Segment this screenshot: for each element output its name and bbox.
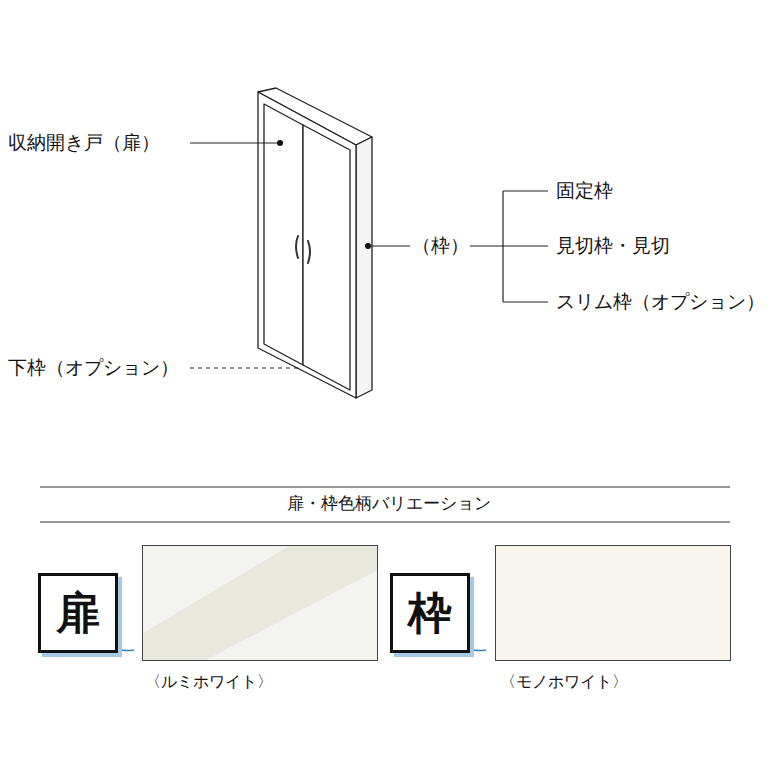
part-label: 固定枠 <box>556 179 613 202</box>
handle <box>296 236 298 258</box>
legend-text: 〈ルミホワイト〉 <box>145 672 273 691</box>
bracket <box>503 190 548 191</box>
color-swatch <box>495 545 731 661</box>
part-label: （枠） <box>412 234 469 257</box>
part-label: 見切枠・見切 <box>556 234 670 257</box>
leader-dot <box>277 140 283 146</box>
icon-box: 扉 <box>38 573 118 653</box>
legend-text: 〈モノホワイト〉 <box>500 672 628 691</box>
leader-line <box>368 245 410 246</box>
frame-side <box>356 137 372 398</box>
frame-front <box>258 92 356 398</box>
leader-line <box>190 142 280 143</box>
icon-text: 枠 <box>408 591 452 635</box>
bracket <box>503 245 548 246</box>
door-right <box>303 125 350 390</box>
rule <box>40 487 730 488</box>
bracket <box>503 301 548 302</box>
icon-box: 枠 <box>390 573 470 653</box>
leader-dot <box>365 243 371 249</box>
part-label: 収納開き戸（扉） <box>8 131 160 154</box>
icon-text: 扉 <box>56 591 100 635</box>
gloss-band <box>143 546 378 661</box>
gloss <box>143 546 378 661</box>
color-swatch <box>142 545 378 661</box>
leader-dashed <box>190 367 300 368</box>
part-label: 下枠（オプション） <box>8 356 179 379</box>
part-label: スリム枠（オプション） <box>556 290 765 313</box>
section-heading: 扉・枠色柄バリエーション <box>283 493 495 513</box>
handle <box>308 241 310 263</box>
rule <box>40 522 730 523</box>
bracket <box>470 245 503 246</box>
